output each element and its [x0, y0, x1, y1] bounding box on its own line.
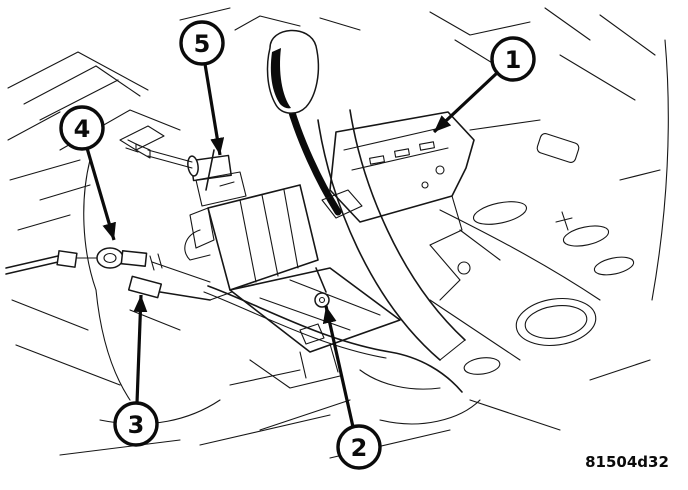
callout-3-number: 3 — [128, 411, 145, 439]
figure-code: 81504d32 — [585, 453, 669, 471]
callout-5-circle — [179, 20, 225, 66]
callout-3-circle — [113, 401, 159, 447]
callout-3: 3 — [113, 294, 159, 447]
callout-1-circle — [490, 36, 536, 82]
console-arch — [317, 109, 466, 361]
callout-4-number: 4 — [74, 115, 91, 143]
callout-2-number: 2 — [351, 434, 368, 462]
callout-4-circle — [59, 105, 105, 151]
callout-3-arrow — [133, 294, 148, 404]
callout-5-number: 5 — [194, 30, 211, 58]
lower-mount-grommet — [203, 267, 463, 393]
callout-5-arrow — [203, 63, 225, 156]
callout-4-arrow — [85, 147, 116, 241]
callout-4: 4 — [59, 105, 116, 241]
callout-1-number: 1 — [505, 46, 522, 74]
callout-1: 1 — [432, 36, 536, 134]
floor-pan-lines — [7, 7, 669, 459]
shift-cable — [5, 247, 233, 301]
cable-adjuster — [125, 139, 247, 207]
shift-knob — [266, 29, 363, 219]
callout-2-circle — [336, 424, 382, 470]
shifter-mechanism — [184, 184, 441, 390]
callout-2-arrow — [322, 305, 355, 428]
callout-5: 5 — [179, 20, 225, 156]
callout-1-arrow — [432, 71, 499, 134]
callout-2: 2 — [322, 305, 382, 470]
